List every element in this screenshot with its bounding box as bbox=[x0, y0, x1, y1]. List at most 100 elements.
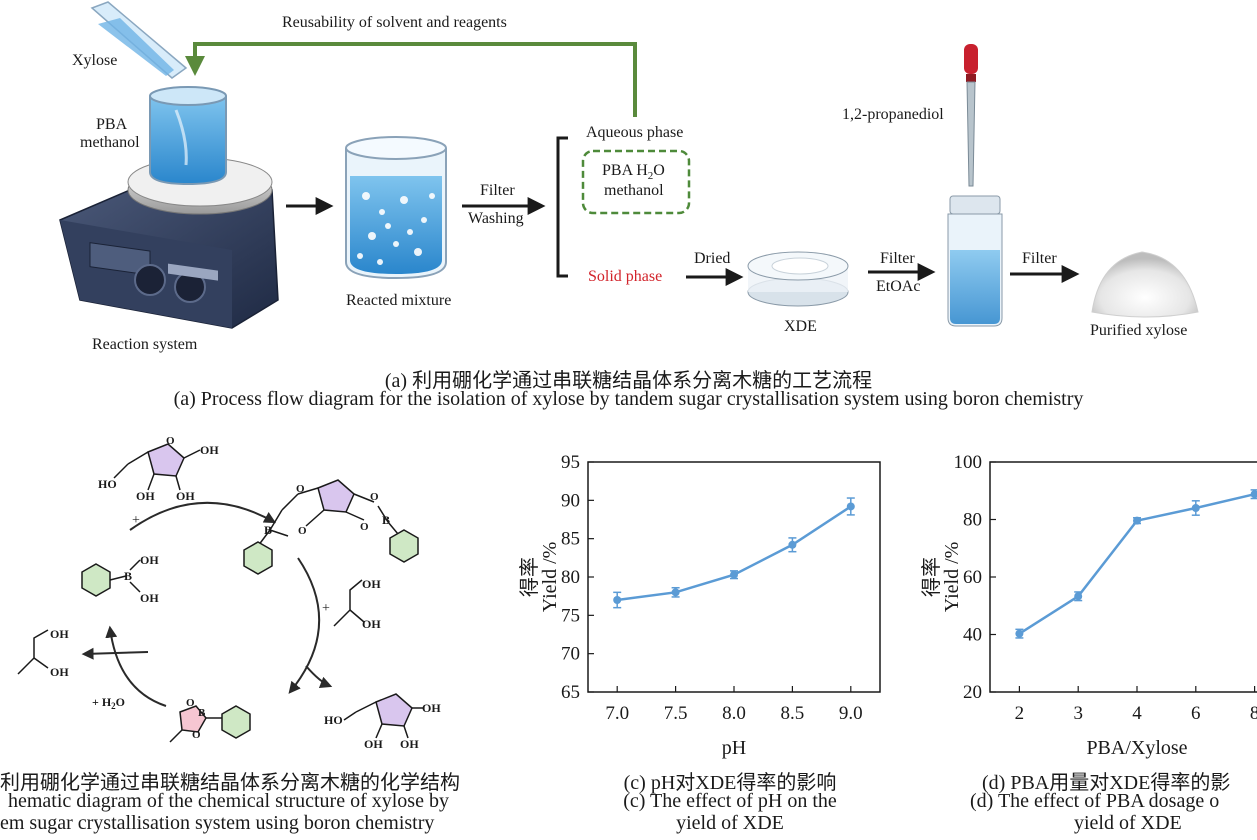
x-tick-label: 3 bbox=[1073, 703, 1083, 724]
dried-label: Dried bbox=[694, 250, 731, 267]
x-tick-label: 6 bbox=[1191, 703, 1201, 724]
y-tick-label: 20 bbox=[963, 682, 982, 703]
y-tick-label: 80 bbox=[561, 567, 580, 588]
data-point bbox=[671, 588, 680, 597]
y-tick-label: 40 bbox=[963, 625, 982, 646]
xylose-label: Xylose bbox=[72, 52, 118, 69]
ho-1: HO bbox=[98, 477, 117, 491]
series-line bbox=[617, 505, 852, 602]
y-tick-label: 75 bbox=[561, 605, 580, 626]
oh-7: OH bbox=[364, 737, 383, 751]
o-5: O bbox=[360, 521, 369, 533]
y-axis-label-cn: 得率 bbox=[518, 557, 541, 597]
oh-4: OH bbox=[362, 577, 381, 591]
xde-label: XDE bbox=[784, 318, 817, 335]
xde-diester-structure bbox=[243, 479, 419, 575]
x-tick-label: 8.5 bbox=[781, 703, 805, 724]
box-line-1: PBA H2O bbox=[602, 162, 665, 183]
reaction-beaker-icon bbox=[149, 86, 227, 186]
reuse-arrow bbox=[185, 42, 637, 117]
ho-2: HO bbox=[324, 713, 343, 727]
oh-11: OH bbox=[50, 627, 69, 641]
x-tick-label: 7.5 bbox=[664, 703, 688, 724]
y-tick-label: 95 bbox=[561, 452, 580, 473]
box-line-2: methanol bbox=[604, 182, 664, 199]
oh-8: OH bbox=[400, 737, 419, 751]
oh-12: OH bbox=[50, 665, 69, 679]
xylose-flask-icon bbox=[90, 1, 188, 79]
caption-c-en2: yield of XDE bbox=[676, 812, 784, 834]
o-7: O bbox=[192, 729, 201, 741]
caption-c-en1: (c) The effect of pH on the bbox=[623, 790, 837, 812]
aqueous-phase-box bbox=[581, 149, 691, 215]
data-point bbox=[1250, 490, 1257, 499]
x-axis-label: PBA/Xylose bbox=[1086, 737, 1187, 759]
b-3: B bbox=[198, 707, 206, 719]
y-tick-label: 85 bbox=[561, 529, 580, 550]
o-6: O bbox=[186, 697, 195, 709]
y-tick-label: 90 bbox=[561, 490, 580, 511]
etoac-label: EtOAc bbox=[876, 278, 921, 295]
oh-9: OH bbox=[140, 553, 159, 567]
caption-b-cn: 利用硼化学通过串联糖结晶体系分离木糖的化学结构 bbox=[0, 772, 460, 794]
o-2: O bbox=[296, 483, 305, 495]
data-point bbox=[1191, 504, 1200, 512]
propanediol-structure-left bbox=[17, 629, 49, 675]
y-tick-label: 100 bbox=[954, 452, 983, 473]
xde-petri-dish-icon bbox=[747, 251, 849, 307]
vial-icon bbox=[947, 195, 1003, 327]
methanol-label: methanol bbox=[80, 134, 140, 151]
reaction-system-label: Reaction system bbox=[92, 336, 198, 353]
o-1: O bbox=[166, 435, 175, 447]
series-line bbox=[1018, 492, 1255, 635]
caption-d-en1: (d) The effect of PBA dosage o bbox=[970, 790, 1220, 812]
b-2: B bbox=[382, 513, 390, 527]
x-tick-label: 8 bbox=[1250, 703, 1257, 724]
caption-b-en1: hematic diagram of the chemical structur… bbox=[8, 790, 449, 812]
reuse-label: Reusability of solvent and reagents bbox=[282, 14, 507, 31]
data-point bbox=[1015, 629, 1024, 638]
x-tick-label: 2 bbox=[1015, 703, 1025, 724]
washing-label: Washing bbox=[468, 210, 524, 227]
pipette-icon bbox=[964, 44, 978, 187]
oh-6: OH bbox=[422, 701, 441, 715]
propanediol-structure-right bbox=[333, 579, 365, 627]
filter-label-3: Filter bbox=[1022, 250, 1057, 267]
plus-2: + bbox=[322, 601, 330, 616]
reacted-mixture-label: Reacted mixture bbox=[346, 292, 452, 309]
b-1: B bbox=[264, 523, 272, 537]
b-4: B bbox=[124, 569, 132, 583]
o-3: O bbox=[298, 525, 307, 537]
data-point bbox=[730, 570, 738, 579]
x-axis-label: pH bbox=[722, 737, 746, 759]
y-axis-label-en: Yield /% bbox=[539, 542, 561, 613]
data-point bbox=[1074, 592, 1083, 601]
o-4: O bbox=[370, 491, 379, 503]
reacted-mixture-beaker-icon bbox=[345, 136, 447, 280]
y-tick-label: 60 bbox=[963, 567, 982, 588]
oh-2: OH bbox=[136, 489, 155, 503]
x-tick-label: 9.0 bbox=[839, 703, 863, 724]
y-tick-label: 80 bbox=[963, 510, 982, 531]
xylose-structure-bottom bbox=[343, 693, 424, 739]
propanediol-label: 1,2-propanediol bbox=[842, 106, 944, 123]
oh-1: OH bbox=[200, 443, 219, 457]
boronate-ester-structure bbox=[169, 705, 251, 743]
caption-a-en: (a) Process flow diagram for the isolati… bbox=[173, 388, 1084, 410]
plot-frame bbox=[989, 461, 1257, 693]
plus-1: + bbox=[132, 513, 140, 528]
caption-a-cn: (a) 利用硼化学通过串联糖结晶体系分离木糖的工艺流程 bbox=[384, 370, 873, 392]
data-point bbox=[1133, 516, 1141, 525]
data-point bbox=[788, 540, 797, 549]
y-axis-label-en: Yield /% bbox=[941, 542, 963, 613]
xylose-structure bbox=[113, 443, 201, 491]
h2o-label: + H2O bbox=[92, 695, 125, 711]
pba-label: PBA bbox=[96, 116, 128, 133]
caption-c-cn: (c) pH对XDE得率的影响 bbox=[623, 772, 837, 794]
phenylboronic-acid-structure bbox=[81, 559, 141, 597]
caption-d-en2: yield of XDE bbox=[1074, 812, 1182, 834]
